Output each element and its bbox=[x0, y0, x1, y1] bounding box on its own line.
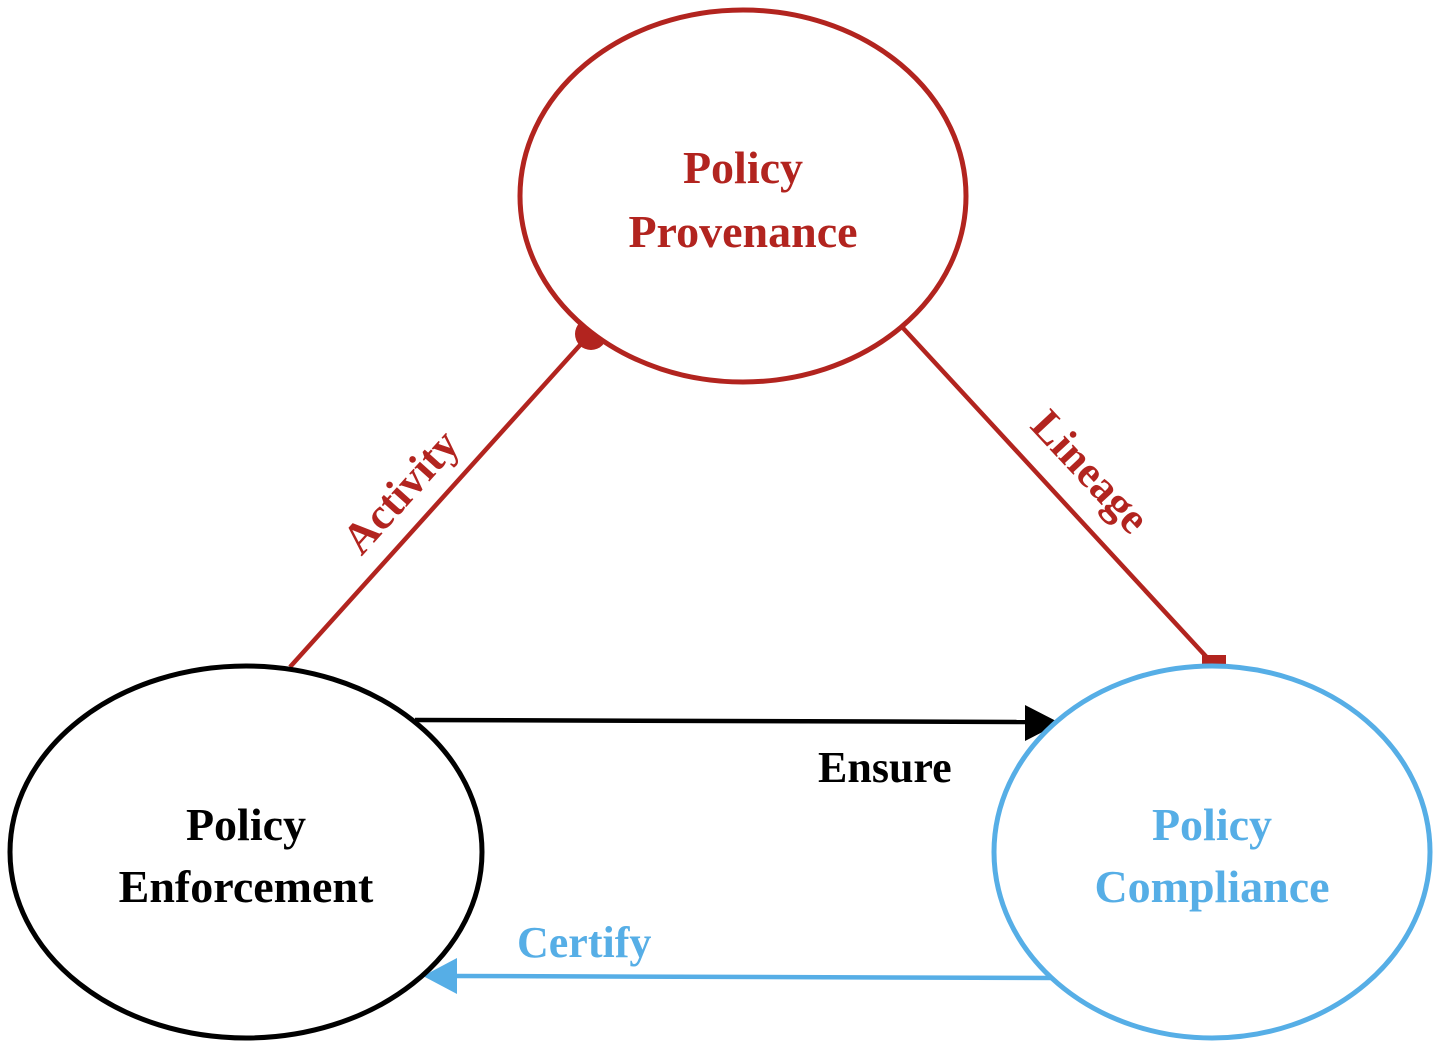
ensure-arrowhead bbox=[1025, 705, 1060, 741]
policy-enforcement-node bbox=[7, 663, 485, 1041]
provenance-label-line2: Provenance bbox=[628, 206, 857, 257]
ensure-label: Ensure bbox=[818, 743, 952, 792]
lineage-label: Lineage bbox=[1022, 400, 1160, 542]
provenance-label-line1: Policy bbox=[683, 142, 803, 193]
enforcement-label-line1: Policy bbox=[186, 799, 306, 850]
policy-provenance-node bbox=[517, 7, 969, 385]
enforcement-label-line2: Enforcement bbox=[119, 861, 374, 912]
certify-label: Certify bbox=[517, 918, 651, 967]
compliance-label-line2: Compliance bbox=[1094, 861, 1329, 912]
ensure-edge bbox=[414, 717, 1029, 725]
compliance-label-line1: Policy bbox=[1152, 799, 1272, 850]
certify-edge bbox=[454, 973, 1059, 981]
policy-compliance-node bbox=[991, 663, 1433, 1041]
certify-arrowhead bbox=[423, 958, 457, 994]
activity-edge bbox=[288, 332, 592, 669]
lineage-edge bbox=[901, 326, 1215, 666]
